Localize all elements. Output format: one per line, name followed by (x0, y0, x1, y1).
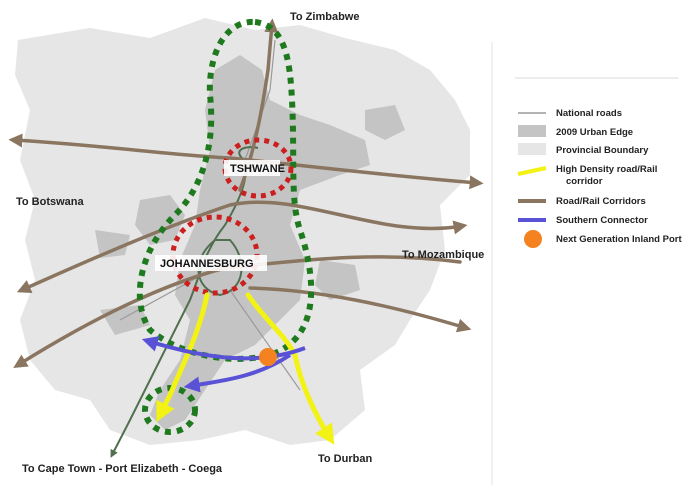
svg-text:High Density road/Rail: High Density road/Rail (556, 164, 657, 175)
city-johannesburg: JOHANNESBURG (160, 258, 254, 270)
legend-item-high-density: High Density road/Rail corridor (517, 164, 657, 187)
city-tshwane: TSHWANE (230, 163, 285, 175)
label-durban: To Durban (318, 453, 372, 465)
label-zimbabwe: To Zimbabwe (290, 11, 359, 23)
high-density-corridors (156, 292, 335, 445)
corridor-east-lower (248, 286, 472, 333)
label-mozambique: To Mozambique (402, 249, 484, 261)
legend: National roads 2009 Urban Edge Provincia… (491, 42, 682, 485)
svg-text:Road/Rail Corridors: Road/Rail Corridors (556, 196, 646, 207)
corridor-west-mozambique (16, 200, 468, 293)
legend-item-provincial-boundary: Provincial Boundary (518, 143, 649, 156)
tshwane-label-box (224, 160, 280, 176)
inland-port-marker (259, 348, 277, 366)
svg-text:National roads: National roads (556, 108, 622, 119)
label-botswana: To Botswana (16, 196, 85, 208)
legend-item-urban-edge: 2009 Urban Edge (518, 125, 633, 138)
svg-text:Southern Connector: Southern Connector (556, 215, 648, 226)
legend-item-road-rail: Road/Rail Corridors (518, 196, 646, 207)
svg-text:2009 Urban Edge: 2009 Urban Edge (556, 127, 633, 138)
corridor-botswana-mozambique-north (8, 133, 484, 190)
label-cape-town: To Cape Town - Port Elizabeth - Coega (22, 463, 223, 475)
legend-item-southern-connector: Southern Connector (518, 215, 648, 226)
green-growth-rings (136, 18, 315, 435)
svg-text:Next Generation Inland Port: Next Generation Inland Port (556, 234, 682, 245)
johannesburg-label-box (155, 255, 267, 271)
svg-text:corridor: corridor (566, 176, 603, 187)
svg-text:Provincial Boundary: Provincial Boundary (556, 145, 649, 156)
legend-item-national-roads: National roads (518, 108, 622, 119)
legend-item-inland-port: Next Generation Inland Port (524, 230, 682, 248)
southern-connector (141, 336, 306, 393)
